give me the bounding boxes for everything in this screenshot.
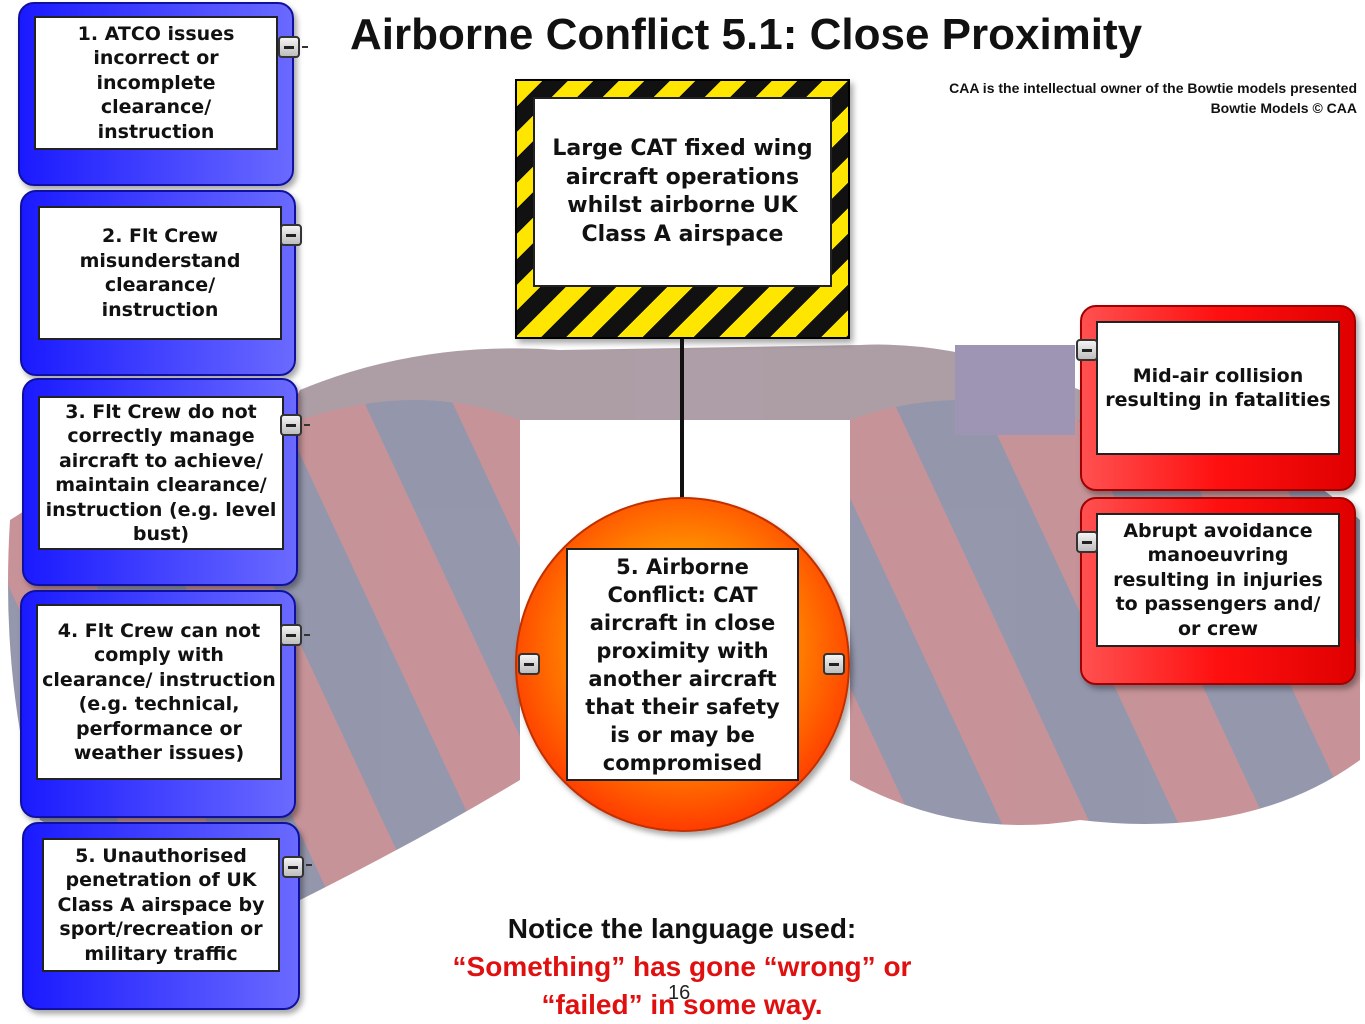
collapse-left-icon[interactable] xyxy=(518,653,540,675)
connector-tick xyxy=(302,46,308,48)
threat-box-1[interactable]: 1. ATCO issues incorrect or incomplete c… xyxy=(18,2,308,186)
page-number: 16 xyxy=(668,982,691,1004)
notice-line-2: “Something” has gone “wrong” or xyxy=(452,951,912,982)
notice-line-1: Notice the language used: xyxy=(507,913,857,944)
threat-box-2[interactable]: 2. Flt Crew misunderstand clearance/ ins… xyxy=(20,190,302,376)
threat-box-4[interactable]: 4. Flt Crew can not comply with clearanc… xyxy=(20,590,310,818)
hazard-text: Large CAT fixed wing aircraft operations… xyxy=(533,97,832,287)
collapse-icon[interactable] xyxy=(1076,531,1098,553)
threat-text-4: 4. Flt Crew can not comply with clearanc… xyxy=(36,604,282,780)
threat-box-3[interactable]: 3. Flt Crew do not correctly manage airc… xyxy=(22,378,310,586)
consequence-box-2[interactable]: Abrupt avoidance manoeuvring resulting i… xyxy=(1076,497,1356,685)
collapse-right-icon[interactable] xyxy=(823,653,845,675)
collapse-icon[interactable] xyxy=(282,856,304,878)
connector-tick xyxy=(304,634,310,636)
ownership-line-2: Bowtie Models © CAA xyxy=(1210,100,1357,116)
collapse-icon[interactable] xyxy=(278,36,300,58)
connector-tick xyxy=(306,864,312,866)
hazard-box[interactable]: Large CAT fixed wing aircraft operations… xyxy=(515,79,850,339)
collapse-icon[interactable] xyxy=(280,414,302,436)
collapse-icon[interactable] xyxy=(280,224,302,246)
page-title: Airborne Conflict 5.1: Close Proximity xyxy=(350,10,1143,59)
threat-text-1: 1. ATCO issues incorrect or incomplete c… xyxy=(34,16,278,150)
threat-text-2: 2. Flt Crew misunderstand clearance/ ins… xyxy=(38,206,282,340)
threat-text-5: 5. Unauthorised penetration of UK Class … xyxy=(42,838,280,972)
ownership-notice: CAA is the intellectual owner of the Bow… xyxy=(949,78,1357,118)
notice-text: Notice the language used: “Something” ha… xyxy=(382,910,982,1024)
consequence-box-1[interactable]: Mid-air collision resulting in fatalitie… xyxy=(1076,305,1356,491)
threat-box-5[interactable]: 5. Unauthorised penetration of UK Class … xyxy=(22,822,312,1010)
consequence-text-2: Abrupt avoidance manoeuvring resulting i… xyxy=(1096,513,1340,647)
connector-tick xyxy=(304,424,310,426)
top-event-text: 5. Airborne Conflict: CAT aircraft in cl… xyxy=(566,548,799,781)
consequence-text-1: Mid-air collision resulting in fatalitie… xyxy=(1096,321,1340,455)
collapse-icon[interactable] xyxy=(280,624,302,646)
collapse-icon[interactable] xyxy=(1076,339,1098,361)
ownership-line-1: CAA is the intellectual owner of the Bow… xyxy=(949,80,1357,96)
threat-text-3: 3. Flt Crew do not correctly manage airc… xyxy=(38,396,284,550)
notice-line-3: “failed” in some way. xyxy=(541,989,823,1020)
hazard-connector-line xyxy=(680,339,684,504)
